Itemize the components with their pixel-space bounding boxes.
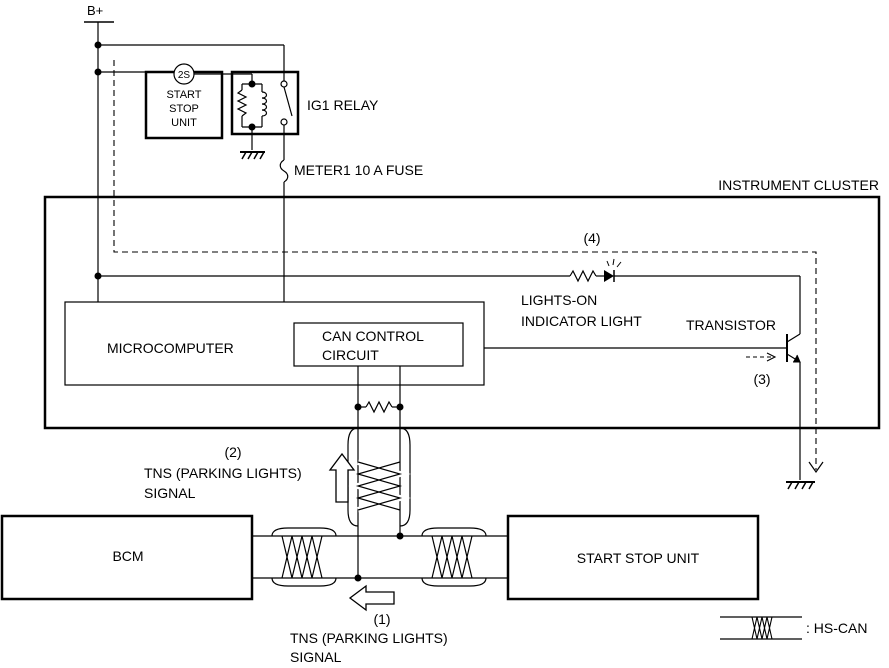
start-stop-unit-label: START STOP UNIT — [577, 550, 700, 566]
step3-label: (3) — [753, 371, 770, 387]
twisted-pair-icon — [355, 461, 403, 511]
legend-hs-can-label: : HS-CAN — [806, 620, 867, 636]
meter-fuse-label: METER1 10 A FUSE — [294, 162, 423, 178]
left-arrow-icon — [348, 584, 395, 612]
tns-lower-line1: TNS (PARKING LIGHTS) — [290, 630, 448, 646]
dashed-signal-path — [113, 60, 824, 474]
ground-icon — [240, 151, 265, 160]
transistor-icon — [484, 333, 801, 480]
start-stop-unit-top-line2: STOP — [169, 103, 199, 115]
tns-lower-line2: SIGNAL — [290, 649, 342, 665]
start-stop-unit-box — [506, 514, 760, 601]
step2-label: (2) — [224, 444, 241, 460]
junction-dot — [94, 41, 102, 49]
step4-label: (4) — [583, 230, 600, 246]
resistor-icon — [569, 269, 597, 283]
b-plus-supply — [84, 21, 285, 302]
relay-resistor-icon — [236, 89, 248, 117]
bcm-box — [0, 514, 254, 601]
relay-coil-icon — [261, 91, 268, 117]
instrument-cluster-label: INSTRUMENT CLUSTER — [718, 177, 879, 193]
led-icon — [604, 270, 614, 282]
tns-upper-line1: TNS (PARKING LIGHTS) — [144, 465, 302, 481]
can-control-label-line1: CAN CONTROL — [322, 328, 424, 344]
lights-on-label-line2: INDICATOR LIGHT — [521, 313, 642, 329]
microcomputer-label: MICROCOMPUTER — [107, 340, 234, 356]
dashed-arrow-icon — [746, 352, 777, 362]
bcm-label: BCM — [112, 548, 143, 564]
termination-resistor-icon — [365, 400, 393, 414]
lights-on-label-line1: LIGHTS-ON — [521, 292, 597, 308]
tns-upper-line2: SIGNAL — [144, 485, 196, 501]
can-bus-vertical — [347, 366, 411, 582]
ig1-relay — [230, 70, 300, 160]
can-control-circuit-box — [293, 322, 464, 367]
legend-hs-can-symbol — [720, 616, 802, 640]
up-arrow-icon — [328, 452, 356, 503]
indicator-circuit — [98, 258, 801, 334]
connector-ring-label: 2S — [178, 70, 191, 81]
can-control-label-line2: CIRCUIT — [322, 347, 379, 363]
ground-icon — [786, 481, 815, 490]
transistor-label: TRANSISTOR — [686, 317, 776, 333]
b-plus-label: B+ — [87, 3, 103, 18]
start-stop-unit-top-line1: START — [166, 89, 201, 101]
can-bus-horizontal — [252, 527, 508, 587]
step1-label: (1) — [373, 611, 390, 627]
relay-switch-icon — [283, 86, 293, 117]
instrument-cluster-box — [43, 195, 881, 430]
start-stop-unit-top-line3: UNIT — [171, 117, 197, 129]
fuse-icon — [279, 159, 289, 302]
start-stop-unit-box-top — [144, 63, 252, 140]
ig1-relay-label: IG1 RELAY — [307, 97, 379, 113]
